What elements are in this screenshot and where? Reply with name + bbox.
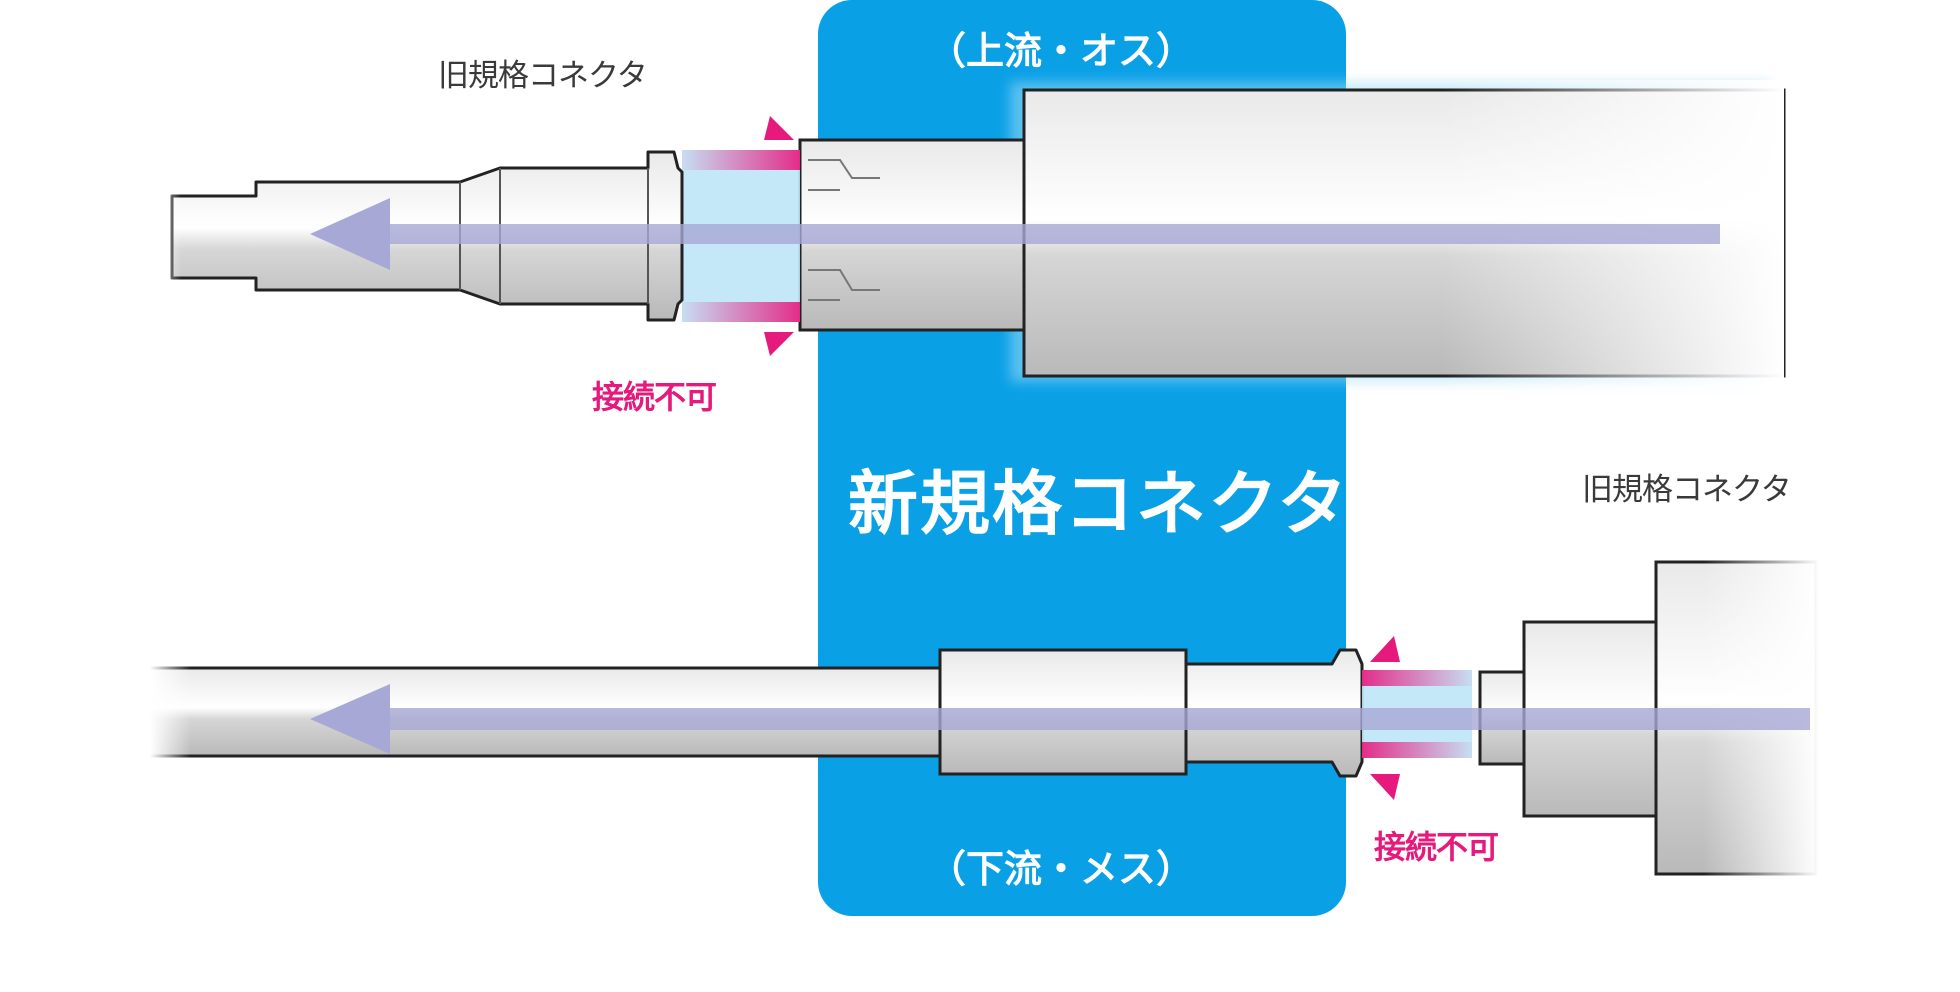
upstream-male-label: （上流・オス） — [928, 29, 1195, 73]
flow-arrow-top-shaft — [360, 224, 1720, 244]
bottom-connection — [150, 556, 1820, 880]
new-connector-title: 新規格コネクタ — [848, 463, 1350, 545]
downstream-female-label: （下流・メス） — [928, 847, 1195, 891]
not-connectable-label-bottom: 接続不可 — [1374, 828, 1499, 866]
not-connectable-label-top: 接続不可 — [592, 378, 717, 416]
warning-triangle-icon — [1370, 636, 1400, 662]
old-connector-label-right: 旧規格コネクタ — [1582, 472, 1792, 508]
left-arrow-icon — [310, 198, 390, 270]
top-connection — [150, 80, 1786, 390]
left-arrow-icon — [310, 684, 390, 754]
warning-triangle-icon — [764, 332, 794, 356]
old-connector-label-top: 旧規格コネクタ — [438, 58, 648, 94]
warning-triangle-icon — [1370, 774, 1400, 800]
flow-arrow-bottom-shaft — [360, 708, 1810, 730]
warning-triangle-icon — [764, 116, 794, 140]
